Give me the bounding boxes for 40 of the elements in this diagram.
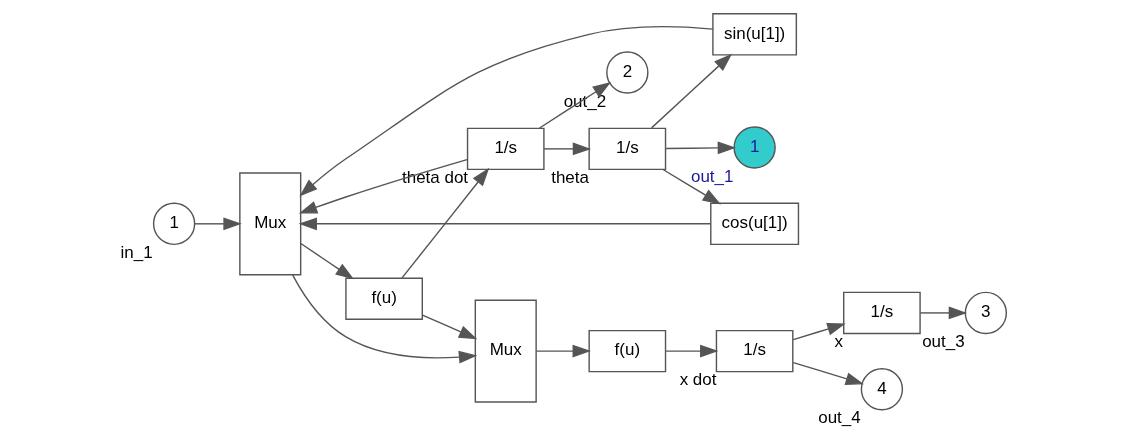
arrow	[535, 344, 591, 358]
node-label: theta dot	[401, 167, 468, 187]
node-circle: 2	[605, 51, 649, 94]
node-box: Mux	[238, 172, 301, 276]
node-box: 1/s	[715, 329, 793, 373]
arrow	[662, 169, 721, 205]
arrow	[291, 274, 477, 364]
arrow	[542, 142, 591, 156]
node-label: x	[834, 332, 843, 351]
arrow	[298, 158, 468, 214]
node-label: out_1	[690, 166, 733, 186]
arrow	[664, 344, 718, 358]
node-circle: 1	[732, 126, 776, 169]
arrow	[298, 217, 711, 231]
arrow	[792, 361, 864, 385]
node-label: out_4	[817, 408, 861, 428]
arrow	[193, 217, 242, 231]
arrow	[421, 314, 477, 340]
node-circle: 3	[964, 291, 1007, 335]
node-box: 1/s	[466, 127, 545, 171]
arrow	[792, 322, 846, 341]
node-label: in_1	[120, 242, 153, 262]
node-box: f(u)	[587, 329, 666, 373]
node-box: sin(u[1])	[711, 13, 797, 56]
arrow	[919, 306, 967, 320]
arrow	[664, 141, 736, 155]
node-box: Mux	[474, 299, 537, 403]
node-circle: 1	[152, 202, 195, 246]
node-box: f(u)	[344, 277, 423, 320]
node-box: 1/s	[842, 291, 921, 335]
arrow	[650, 53, 732, 129]
node-box: cos(u[1])	[709, 202, 799, 246]
node-box: 1/s	[587, 127, 666, 171]
arrow	[298, 26, 713, 197]
node-label: out_3	[921, 332, 965, 351]
node-label: theta	[550, 167, 589, 187]
arrow	[400, 167, 489, 279]
node-label: x dot	[679, 370, 716, 390]
node-circle: 4	[860, 368, 903, 411]
arrow	[299, 242, 354, 280]
